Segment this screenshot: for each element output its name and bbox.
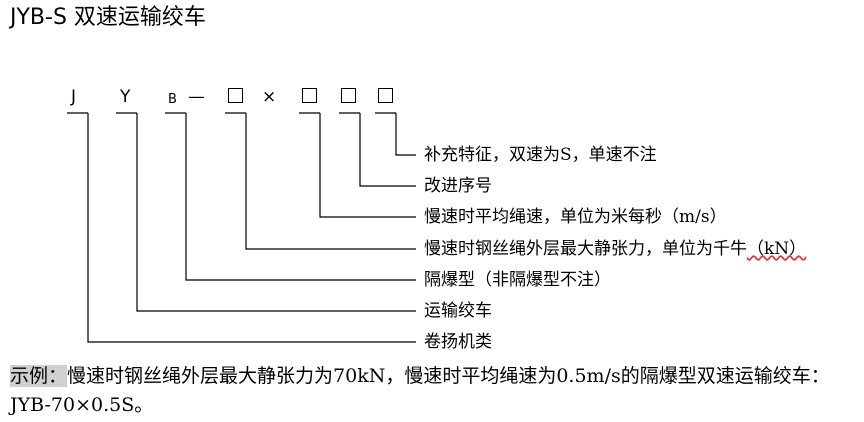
code-dash: — bbox=[188, 87, 205, 107]
code-box-tension bbox=[228, 88, 243, 103]
desc-revision: 改进序号 bbox=[424, 176, 492, 196]
desc-speed: 慢速时平均绳速，单位为米每秒（m/s） bbox=[424, 207, 727, 227]
leader-winch-class bbox=[87, 113, 416, 343]
leader-feature bbox=[395, 113, 416, 156]
leader-transport bbox=[136, 113, 416, 312]
code-box-feature bbox=[378, 88, 393, 103]
desc-transport: 运输绞车 bbox=[424, 301, 492, 321]
code-box-revision bbox=[341, 88, 356, 103]
example-label: 示例： bbox=[10, 365, 68, 387]
desc-explosion-proof: 隔爆型（非隔爆型不注） bbox=[424, 270, 611, 290]
example-paragraph: 示例：慢速时钢丝绳外层最大静张力为70kN，慢速时平均绳速为0.5m/s的隔爆型… bbox=[10, 362, 860, 420]
desc-tension-unit: （kN） bbox=[747, 239, 807, 259]
code-letter-b: B bbox=[168, 92, 177, 107]
desc-winch-class: 卷扬机类 bbox=[424, 332, 492, 352]
leader-speed bbox=[319, 113, 416, 218]
desc-tension-text: 慢速时钢丝绳外层最大静张力，单位为千牛 bbox=[424, 239, 747, 259]
desc-tension: 慢速时钢丝绳外层最大静张力，单位为千牛（kN） bbox=[424, 238, 806, 260]
leader-revision bbox=[359, 113, 416, 187]
leader-tension bbox=[245, 113, 416, 250]
page-title: JYB-S 双速运输绞车 bbox=[10, 5, 206, 30]
code-times: × bbox=[262, 87, 277, 107]
code-letter-j: J bbox=[71, 87, 77, 107]
example-text: 慢速时钢丝绳外层最大静张力为70kN，慢速时平均绳速为0.5m/s的隔爆型双速运… bbox=[10, 365, 830, 416]
code-box-speed bbox=[302, 88, 317, 103]
leader-explosion-proof bbox=[185, 113, 416, 281]
desc-feature: 补充特征，双速为S，单速不注 bbox=[424, 145, 657, 165]
code-letter-y: Y bbox=[120, 87, 131, 107]
